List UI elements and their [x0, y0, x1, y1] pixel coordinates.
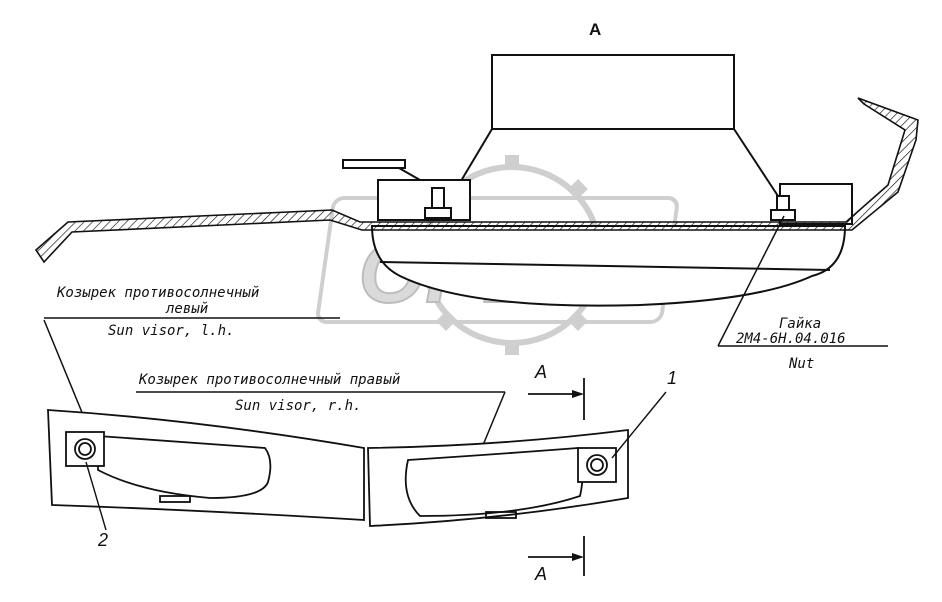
callout-1: 1 [667, 368, 678, 388]
nut-label-code: 2М4-6Н.04.016 [736, 331, 846, 347]
sun-visor-left [47, 409, 365, 521]
right-visor-label-en: Sun visor, r.h. [235, 398, 362, 414]
nut-leader [717, 215, 888, 347]
right-visor-label-ru: Козырек противосолнечный правый [139, 372, 401, 388]
left-visor-label-ru-2: левый [166, 301, 209, 317]
nut-label-en: Nut [789, 356, 815, 372]
cab-roof-panel [34, 97, 919, 264]
callout-2: 2 [98, 530, 109, 550]
mirror-assembly [342, 54, 853, 307]
left-visor-label-en: Sun visor, l.h. [108, 323, 235, 339]
sun-visor-right [367, 428, 629, 527]
nut-label-ru: Гайка [779, 316, 822, 332]
section-cut-markers [528, 378, 585, 576]
view-title: А [589, 20, 602, 39]
section-mark-top: А [535, 362, 548, 382]
callout-leaders [85, 391, 667, 531]
left-visor-label-ru: Козырек противосолнечный [57, 285, 260, 301]
section-mark-bottom: А [535, 564, 548, 584]
